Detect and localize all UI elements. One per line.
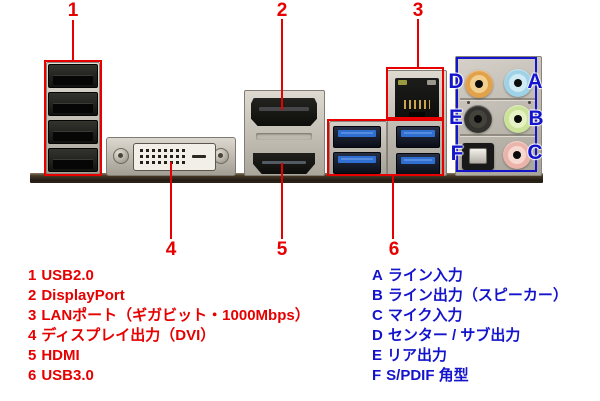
usb2-highlight-box xyxy=(44,60,102,176)
lan-port xyxy=(395,78,439,119)
usb3-left-stack xyxy=(329,121,387,176)
audio-jack-center-sub xyxy=(465,70,493,98)
callout-number-4: 4 xyxy=(165,239,177,260)
callout-line-1 xyxy=(72,20,74,61)
audio-letter-a: A xyxy=(527,70,543,93)
callout-line-2 xyxy=(281,19,283,110)
pcb-edge xyxy=(30,173,543,183)
panel-groove xyxy=(460,134,537,136)
dvi-screw-left xyxy=(113,148,129,164)
audio-letter-c: C xyxy=(527,141,543,164)
vent-slot xyxy=(256,133,312,140)
usb3-port xyxy=(333,126,381,148)
usb2-port xyxy=(48,148,98,172)
callout-line-6 xyxy=(392,176,394,239)
callout-line-5 xyxy=(281,163,283,239)
audio-letter-e: E xyxy=(448,106,463,129)
callout-number-5: 5 xyxy=(276,239,288,260)
usb3-port xyxy=(396,126,440,148)
audio-jack-line-in xyxy=(504,69,532,97)
hdmi-port xyxy=(253,153,315,174)
audio-letter-d: D xyxy=(448,70,464,93)
panel-screw-dot xyxy=(528,101,531,104)
lan-tab xyxy=(409,112,425,119)
dvi-face xyxy=(133,143,216,171)
callout-number-3: 3 xyxy=(412,0,424,21)
audio-letter-f: F xyxy=(450,142,464,165)
usb3-port xyxy=(333,152,381,174)
audio-highlight-box xyxy=(456,57,537,172)
usb3-highlight-box xyxy=(327,119,444,176)
lan-pins xyxy=(404,100,430,109)
callout-line-3 xyxy=(417,19,419,68)
callout-number-2: 2 xyxy=(276,0,288,21)
lan-highlight-box xyxy=(386,67,444,119)
lan-led-right xyxy=(427,80,436,85)
lan-led-left xyxy=(398,80,407,85)
displayport-port xyxy=(251,98,317,126)
audio-jack-mic-in xyxy=(503,141,531,169)
lan-usb3-block xyxy=(387,70,447,176)
dvi-pin-grid xyxy=(140,149,185,164)
dp-hdmi-block xyxy=(244,90,325,176)
usb2-port xyxy=(48,64,98,88)
callout-number-6: 6 xyxy=(388,239,400,260)
panel-screw-dot xyxy=(467,101,470,104)
usb2-port xyxy=(48,92,98,116)
dvi-blade-slot xyxy=(192,155,206,158)
panel-groove xyxy=(460,98,537,100)
callout-number-1: 1 xyxy=(67,0,79,21)
audio-jack-rear-out xyxy=(464,105,492,133)
callout-line-4 xyxy=(170,162,172,239)
spdif-optical-port xyxy=(462,143,494,170)
audio-letter-b: B xyxy=(528,107,544,130)
audio-panel xyxy=(455,56,542,176)
usb2-port-stack xyxy=(46,62,100,174)
usb2-port xyxy=(48,120,98,144)
audio-jack-line-out xyxy=(504,105,532,133)
